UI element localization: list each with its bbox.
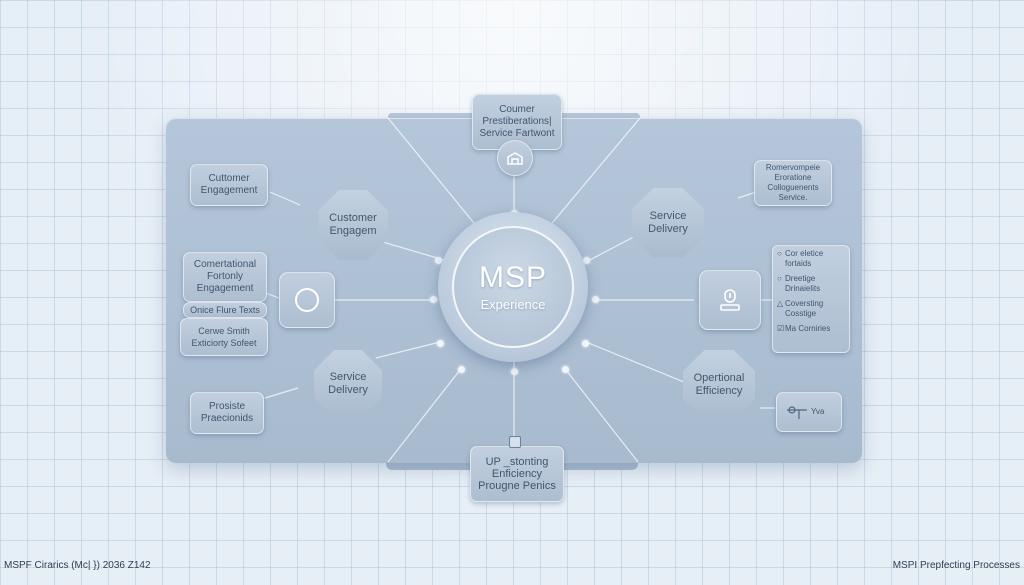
top-node-line2: Prestiberations| <box>482 116 552 127</box>
node-line: Eroratione <box>774 173 812 182</box>
node-vra-label: Yva <box>811 407 825 416</box>
node-line: Service <box>649 210 687 222</box>
checklist-marker: △ <box>777 299 784 308</box>
node-comertational[interactable]: Comertational Fortonly Engagement <box>183 252 267 302</box>
node-line: Delivery <box>648 223 688 235</box>
checklist-item[interactable]: ☑ Ma Corniries <box>777 324 845 334</box>
node-line: Cuttomer <box>208 173 250 184</box>
checklist-marker: ○ <box>777 274 782 283</box>
node-customer-engagem[interactable]: Customer Engagem <box>318 190 388 260</box>
checklist-marker: ○ <box>777 249 782 258</box>
checklist-item[interactable]: ○ Cor eletice fortaids <box>777 249 845 269</box>
connector-dot <box>583 257 590 264</box>
node-line: Fortonly <box>206 271 244 282</box>
node-cerwe-smith[interactable]: Cerwe Smith Exticiorty Sofeet <box>180 318 268 356</box>
connector-dot <box>458 366 465 373</box>
checklist-marker: ☑ <box>777 324 785 333</box>
checklist-text: Ma Corniries <box>785 324 831 333</box>
bell-icon <box>720 289 740 311</box>
node-romervompeie[interactable]: Romervompeie Eroratione Colloguenents Se… <box>754 160 832 206</box>
checklist-item[interactable]: ○ Dreetige Drinaielits <box>777 274 845 294</box>
connector-dot <box>592 296 599 303</box>
node-operational-efficiency[interactable]: Opertional Efficiency <box>683 350 755 420</box>
top-icon-tile[interactable] <box>497 140 533 176</box>
node-once-flare[interactable]: Onice Flure Texts <box>183 302 267 318</box>
node-line: Colloguenents <box>767 183 819 192</box>
footer-left: MSPF Cirarics (Mc| }) 2036 Z142 <box>4 560 151 571</box>
checklist-text: Coversting Cosstige <box>785 299 824 318</box>
bottom-node-line2: Enficiency <box>491 468 543 480</box>
left-icon-tile[interactable] <box>279 272 335 328</box>
node-service-delivery-right[interactable]: Service Delivery <box>632 188 704 258</box>
node-vra[interactable]: Yva <box>776 392 842 432</box>
node-line: Customer <box>329 212 377 224</box>
right-checklist[interactable]: ○ Cor eletice fortaids ○ Dreetige Drinai… <box>772 245 850 353</box>
node-line: Onice Flure Texts <box>190 305 260 315</box>
top-node-line1: Coumer <box>499 104 535 115</box>
top-node-line3: Service Fartwont <box>479 128 555 139</box>
node-line: Engagement <box>196 283 254 294</box>
node-line: Engagem <box>329 225 377 237</box>
slider-icon <box>787 406 807 419</box>
connector-dot <box>435 257 442 264</box>
node-line: Prosiste <box>208 401 246 412</box>
connector-dot <box>437 340 444 347</box>
node-line: Efficiency <box>695 385 743 397</box>
document-icon <box>509 436 521 448</box>
hub-center[interactable]: MSP Experience <box>452 226 574 348</box>
node-line: Service <box>329 371 367 383</box>
checklist-text: Dreetige Drinaielits <box>785 274 821 293</box>
checklist-item[interactable]: △ Coversting Cosstige <box>777 299 845 319</box>
connector-dot <box>582 340 589 347</box>
circle-icon <box>295 288 319 312</box>
node-customer-engagement[interactable]: Cuttomer Engagement <box>190 164 268 206</box>
node-line: Comertational <box>193 259 257 270</box>
node-line: Opertional <box>693 372 745 384</box>
node-line: Delivery <box>328 384 368 396</box>
node-line: Cerwe Smith <box>198 326 250 336</box>
node-line: Praecionids <box>200 413 254 424</box>
node-line: Exticiorty Sofeet <box>191 338 257 348</box>
hub-subtitle: Experience <box>480 297 546 312</box>
connector-dot <box>562 366 569 373</box>
right-icon-tile[interactable] <box>699 270 761 330</box>
checklist-text: Cor eletice fortaids <box>785 249 824 268</box>
footer-right: MSPI Prepfecting Processes <box>892 560 1020 571</box>
bottom-node-line1: UP _stonting <box>485 456 549 468</box>
node-line: Romervompeie <box>765 163 821 172</box>
node-prosible[interactable]: Prosiste Praecionids <box>190 392 264 434</box>
node-line: Service. <box>778 193 808 202</box>
connector-dot <box>511 368 518 375</box>
bottom-node-line3: Prougne Penics <box>478 480 556 492</box>
node-line: Engagement <box>200 185 258 196</box>
connector-dot <box>430 296 437 303</box>
node-service-delivery-left[interactable]: Service Delivery <box>314 350 382 418</box>
bottom-node[interactable]: UP _stonting Enficiency Prougne Penics <box>470 446 564 502</box>
scale-icon <box>507 152 523 165</box>
hub-title: MSP <box>478 261 547 294</box>
